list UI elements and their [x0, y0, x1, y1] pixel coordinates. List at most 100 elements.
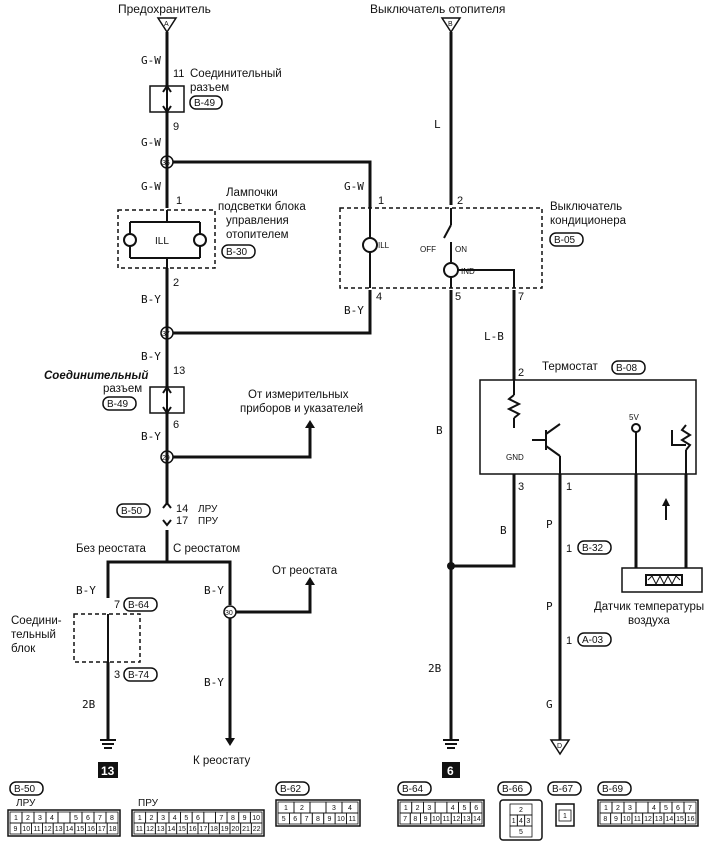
connector-pin-label: 7 [98, 815, 102, 822]
connector-pin-cell [309, 801, 327, 814]
connector-pin-label: 2 [26, 815, 30, 822]
pin-6: 6 [173, 419, 179, 431]
lamp-label-4: отопителем [226, 229, 289, 241]
wire-gw-mid: G-W [344, 180, 364, 193]
b32-code-badge [577, 540, 612, 555]
wire-b-1: B [436, 424, 443, 437]
svg-text:A: A [164, 21, 169, 28]
connector-pin-cell [434, 801, 448, 814]
wire-by-4: B-Y [76, 584, 96, 597]
connector-pin-label: 5 [74, 815, 78, 822]
connector-pin-cell [57, 811, 71, 824]
connector-pin-label: 1 [604, 805, 608, 812]
wire-2b-mid: 2B [428, 662, 442, 675]
connector-pin-label: 19 [221, 826, 229, 833]
connector-pin-cell [558, 809, 572, 822]
connector-pin-label: 12 [146, 826, 154, 833]
connector-pin-label: 10 [22, 826, 30, 833]
b64-code-badge [123, 597, 158, 612]
th-pin-2: 2 [518, 367, 524, 379]
arrow-up-icon [305, 577, 315, 585]
connector-pin-label: 11 [136, 826, 143, 833]
connector-pin-label: 10 [432, 816, 440, 823]
junction-label-2: тельный [11, 629, 56, 641]
svg-text:ЛРУ: ЛРУ [16, 798, 36, 809]
lamp-label-1: Лампочки [226, 187, 278, 199]
arrow-up-icon [305, 420, 315, 428]
connector-pin-label: 11 [442, 816, 449, 823]
connector-pin-label: 11 [634, 816, 641, 823]
lamp-pin-2: 2 [173, 277, 179, 289]
connector-pin-cell [509, 825, 533, 838]
ac-ind: IND [461, 267, 475, 276]
connector2-code: B-49 [107, 399, 129, 410]
connector-pin-label: 8 [316, 816, 320, 823]
b32-code: B-32 [582, 543, 604, 554]
ac-code: B-05 [554, 235, 576, 246]
connector-pin-label: 4 [50, 815, 54, 822]
connector-pin-label: 5 [282, 816, 286, 823]
terminal-a-icon: A [156, 17, 178, 34]
5v-label: 5V [629, 413, 639, 422]
wire-by-3: B-Y [141, 430, 161, 443]
connector-pin-label: 3 [38, 815, 42, 822]
connector-pin-label: 17 [98, 826, 106, 833]
heater-switch-label: Выключатель отопителя [370, 2, 505, 16]
connector-pin-label: 1 [404, 805, 408, 812]
b64-code: B-64 [128, 600, 150, 611]
connector-pin-label: 2 [300, 805, 304, 812]
rhd-label: ПРУ [198, 516, 219, 527]
svg-text:D: D [557, 743, 562, 750]
connector-pin-label: 6 [196, 815, 200, 822]
connector-arrows-icon [162, 84, 172, 114]
splice-37-label: 37 [162, 331, 170, 338]
pin-9: 9 [173, 121, 179, 133]
connector-pin-label: 12 [44, 826, 52, 833]
thermistor-icon [645, 574, 683, 586]
connector-pin-label: 9 [614, 816, 618, 823]
connector-pin-label: 13 [55, 826, 63, 833]
connector-pin-label: 13 [655, 816, 663, 823]
pin-17: 17 [176, 515, 188, 527]
junction-label-1: Соедини- [11, 615, 62, 627]
lamp-code: B-30 [226, 247, 248, 258]
branch-right-wire [167, 560, 232, 605]
connector-pin-label: 1 [14, 815, 18, 822]
ac-switch-label-1: Выключатель [550, 201, 622, 213]
thermostat-label: Термостат [542, 361, 599, 373]
connector-pin-label: 7 [305, 816, 309, 823]
connector-arrows-icon [162, 501, 172, 527]
connector-pin-label: 9 [424, 816, 428, 823]
gnd-label: GND [506, 453, 524, 462]
b74-code-badge [123, 667, 158, 682]
a03-code: A-03 [582, 635, 604, 646]
ac-pin-5: 5 [455, 291, 461, 303]
pin-11: 11 [173, 68, 184, 80]
connector-pin-label: 8 [231, 815, 235, 822]
connector-pin-cell [346, 812, 359, 825]
b74-code: B-74 [128, 670, 150, 681]
connector-pin-label: 7 [403, 816, 407, 823]
ground-6-label: 6 [447, 764, 454, 778]
ac-pin-4: 4 [376, 291, 382, 303]
connector-pin-label: 15 [76, 826, 84, 833]
svg-text:B-50: B-50 [14, 784, 36, 795]
fuse-label: Предохранитель [118, 2, 211, 16]
svg-text:B-62: B-62 [280, 784, 302, 795]
connector-pin-label: 6 [293, 816, 297, 823]
connector-pin-label: 5 [462, 805, 466, 812]
connector-pin-label: 10 [337, 816, 345, 823]
connector-pin-cell [203, 811, 216, 824]
wire-gw-2: G-W [141, 136, 161, 149]
a03-code-badge [577, 632, 612, 647]
connector-pin-cell [684, 812, 697, 825]
ac-pin-2: 2 [457, 195, 463, 207]
pin-3: 3 [114, 669, 120, 681]
splice-36-branch [173, 160, 372, 208]
connector-pin-cell [250, 822, 263, 835]
connector-pin-label: 12 [452, 816, 460, 823]
connector-pin-label: 6 [86, 815, 90, 822]
ground-icon [443, 739, 459, 749]
connector-pin-label: 15 [676, 816, 684, 823]
